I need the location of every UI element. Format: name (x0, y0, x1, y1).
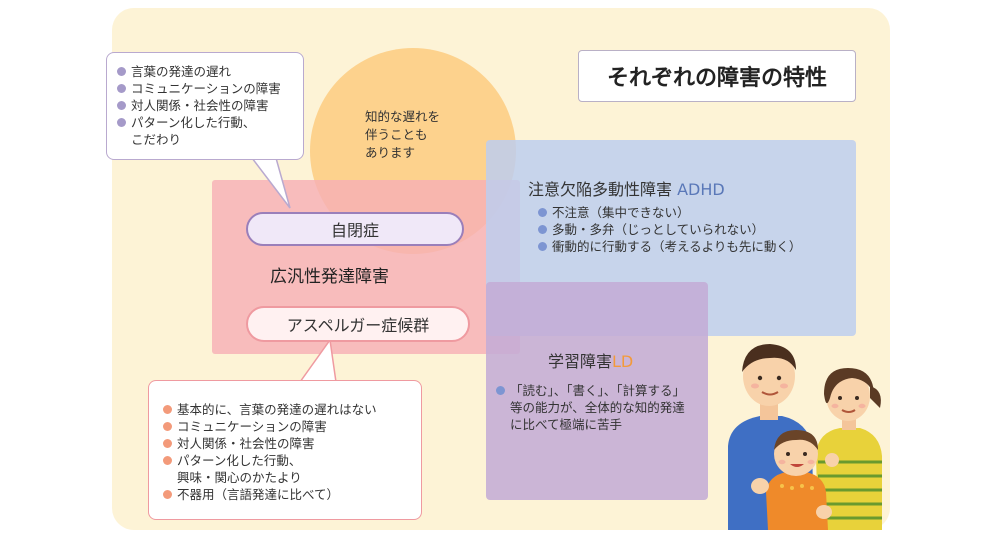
bullet-dot (163, 456, 172, 465)
ld-list: 「読む」、「書く」、「計算する」 等の能力が、全体的な知的発達 に比べて極端に苦… (496, 382, 685, 433)
bullet-dot (117, 67, 126, 76)
ld-title-text: 学習障害 (548, 352, 613, 371)
child-head (774, 432, 818, 476)
ld-tag: LD (612, 352, 634, 371)
bullet-dot (538, 225, 547, 234)
bullet-dot (163, 439, 172, 448)
asperger-label: アスペルガー症候群 (246, 306, 470, 342)
bullet-dot (117, 84, 126, 93)
asperger-callout-tail (298, 338, 337, 383)
father-hair (742, 344, 796, 372)
adhd-title-text: 注意欠陥多動性障害 (528, 180, 673, 199)
bullet-dot (538, 208, 547, 217)
bullet-dot (538, 242, 547, 251)
adhd-title: 注意欠陥多動性障害 ADHD (528, 176, 725, 200)
family-illustration (728, 344, 882, 530)
asperger-callout-list: 基本的に、言葉の発達の遅れはない コミュニケーションの障害 対人関係・社会性の障… (163, 401, 377, 503)
mother-hair (824, 368, 874, 404)
child-body (766, 472, 828, 530)
ld-region (486, 282, 708, 500)
list-item: 対人関係・社会性の障害 (117, 97, 281, 114)
page-title: それぞれの障害の特性 (578, 50, 856, 102)
bullet-dot (496, 386, 505, 395)
bullet-dot (163, 405, 172, 414)
list-item: コミュニケーションの障害 (117, 80, 281, 97)
list-item: 衝動的に行動する（考えるよりも先に動く） (538, 238, 801, 255)
autism-callout-tail (250, 157, 291, 209)
list-item: パターン化した行動、 興味・関心のかたより (163, 452, 377, 486)
autism-label: 自閉症 (246, 212, 464, 246)
bullet-dot (117, 101, 126, 110)
asperger-callout: 基本的に、言葉の発達の遅れはない コミュニケーションの障害 対人関係・社会性の障… (148, 380, 422, 520)
list-item: 多動・多弁（じっとしていられない） (538, 221, 801, 238)
list-item: 不器用（言語発達に比べて） (163, 486, 377, 503)
list-item: 対人関係・社会性の障害 (163, 435, 377, 452)
autism-callout: 言葉の発達の遅れ コミュニケーションの障害 対人関係・社会性の障害 パターン化し… (106, 52, 304, 160)
list-item: 不注意（集中できない） (538, 204, 801, 221)
bullet-dot (163, 422, 172, 431)
child-hair (774, 430, 818, 450)
list-item: 基本的に、言葉の発達の遅れはない (163, 401, 377, 418)
autism-callout-list: 言葉の発達の遅れ コミュニケーションの障害 対人関係・社会性の障害 パターン化し… (117, 63, 281, 148)
list-item: パターン化した行動、 こだわり (117, 114, 281, 148)
intellectual-delay-note: 知的な遅れを 伴うことも あります (365, 109, 441, 160)
adhd-tag: ADHD (677, 180, 725, 199)
pdd-label: 広汎性発達障害 (270, 267, 389, 287)
ld-title: 学習障害LD (548, 348, 633, 372)
list-item: コミュニケーションの障害 (163, 418, 377, 435)
list-item: 言葉の発達の遅れ (117, 63, 281, 80)
list-item: 「読む」、「書く」、「計算する」 等の能力が、全体的な知的発達 に比べて極端に苦… (496, 382, 685, 433)
adhd-list: 不注意（集中できない） 多動・多弁（じっとしていられない） 衝動的に行動する（考… (538, 204, 801, 255)
bullet-dot (117, 118, 126, 127)
father-head (743, 346, 795, 406)
bullet-dot (163, 490, 172, 499)
